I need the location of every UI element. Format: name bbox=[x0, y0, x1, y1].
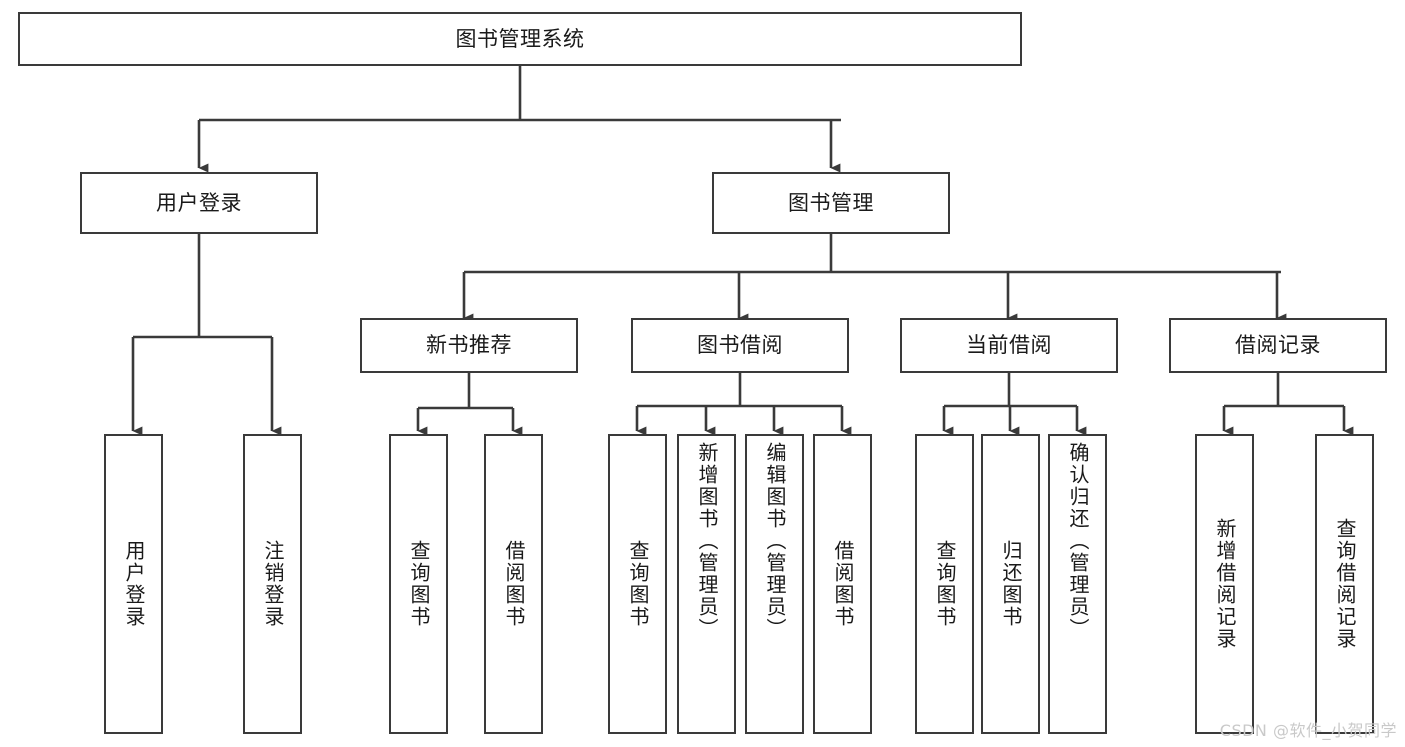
node-book-borrow[interactable]: 图书借阅 bbox=[631, 318, 849, 373]
leaf-user-login-logout-label: 注销登录 bbox=[261, 540, 285, 628]
leaf-borrow-edit-book-label: 编辑图书（管理员） bbox=[763, 442, 787, 640]
leaf-borrow-borrow-book-label: 借阅图书 bbox=[831, 540, 855, 628]
leaf-current-query-book[interactable]: 查询图书 bbox=[915, 434, 974, 734]
leaf-records-query-record-label: 查询借阅记录 bbox=[1333, 518, 1357, 650]
leaf-records-add-record-label: 新增借阅记录 bbox=[1213, 518, 1237, 650]
leaf-new-book-query-label: 查询图书 bbox=[407, 540, 431, 628]
leaf-current-query-book-label: 查询图书 bbox=[933, 540, 957, 628]
node-new-book-recommend[interactable]: 新书推荐 bbox=[360, 318, 578, 373]
node-book-management[interactable]: 图书管理 bbox=[712, 172, 950, 234]
node-new-book-recommend-label: 新书推荐 bbox=[426, 333, 512, 358]
node-current-borrow[interactable]: 当前借阅 bbox=[900, 318, 1118, 373]
leaf-records-add-record[interactable]: 新增借阅记录 bbox=[1195, 434, 1254, 734]
leaf-new-book-query[interactable]: 查询图书 bbox=[389, 434, 448, 734]
leaf-borrow-edit-book[interactable]: 编辑图书（管理员） bbox=[745, 434, 804, 734]
leaf-new-book-borrow-label: 借阅图书 bbox=[502, 540, 526, 628]
leaf-new-book-borrow[interactable]: 借阅图书 bbox=[484, 434, 543, 734]
leaf-records-query-record[interactable]: 查询借阅记录 bbox=[1315, 434, 1374, 734]
leaf-user-login-login-label: 用户登录 bbox=[122, 540, 146, 628]
leaf-borrow-add-book[interactable]: 新增图书（管理员） bbox=[677, 434, 736, 734]
leaf-current-confirm-return[interactable]: 确认归还（管理员） bbox=[1048, 434, 1107, 734]
node-root[interactable]: 图书管理系统 bbox=[18, 12, 1022, 66]
leaf-user-login-logout[interactable]: 注销登录 bbox=[243, 434, 302, 734]
node-book-borrow-label: 图书借阅 bbox=[697, 333, 783, 358]
node-user-login-label: 用户登录 bbox=[156, 190, 242, 215]
node-user-login[interactable]: 用户登录 bbox=[80, 172, 318, 234]
leaf-borrow-query-book-label: 查询图书 bbox=[626, 540, 650, 628]
leaf-borrow-borrow-book[interactable]: 借阅图书 bbox=[813, 434, 872, 734]
leaf-current-return-book-label: 归还图书 bbox=[999, 540, 1023, 628]
node-borrow-records-label: 借阅记录 bbox=[1235, 333, 1321, 358]
leaf-borrow-query-book[interactable]: 查询图书 bbox=[608, 434, 667, 734]
leaf-user-login-login[interactable]: 用户登录 bbox=[104, 434, 163, 734]
leaf-borrow-add-book-label: 新增图书（管理员） bbox=[695, 442, 719, 640]
node-book-management-label: 图书管理 bbox=[788, 190, 874, 215]
leaf-current-return-book[interactable]: 归还图书 bbox=[981, 434, 1040, 734]
node-root-label: 图书管理系统 bbox=[455, 26, 585, 51]
csdn-watermark: CSDN @软件_小贺同学 bbox=[1219, 721, 1397, 740]
node-borrow-records[interactable]: 借阅记录 bbox=[1169, 318, 1387, 373]
node-current-borrow-label: 当前借阅 bbox=[966, 333, 1052, 358]
leaf-current-confirm-return-label: 确认归还（管理员） bbox=[1066, 442, 1090, 640]
